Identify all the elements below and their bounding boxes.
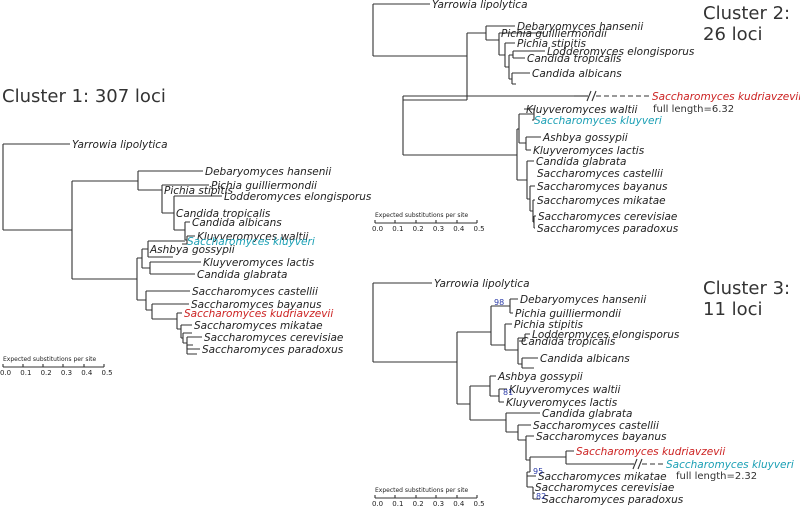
cluster2-taxon-kluyveromyces-lactis: Kluyveromyces lactis <box>533 145 645 157</box>
cluster2-taxon-candida-tropicalis: Candida tropicalis <box>527 53 622 65</box>
cluster1-taxon-saccharomyces-bayanus: Saccharomyces bayanus <box>191 299 322 311</box>
cluster2-branches <box>372 3 574 229</box>
cluster3-taxon-saccharomyces-bayanus: Saccharomyces bayanus <box>536 431 667 443</box>
cluster3-taxon-pichia-guilliermondii: Pichia guilliermondii <box>515 308 621 320</box>
cluster3-taxon-pichia-stipitis: Pichia stipitis <box>514 319 583 331</box>
cluster3-taxon-candida-tropicalis: Candida tropicalis <box>521 336 616 348</box>
cluster1-scale-tick: 0.0 <box>0 369 11 377</box>
cluster2-scale-tick: 0.4 <box>453 225 465 233</box>
cluster2-scale-title: Expected substitutions per site <box>375 212 468 219</box>
cluster3-branches <box>372 282 630 500</box>
cluster3-taxon-kluyveromyces-lactis: Kluyveromyces lactis <box>506 397 618 409</box>
cluster3-scale-tick: 0.2 <box>413 500 424 508</box>
cluster3-taxon-kluyveromyces-waltii: Kluyveromyces waltii <box>509 384 621 396</box>
cluster3-support-value: 82 <box>536 492 546 501</box>
cluster1-scale-tick: 0.1 <box>20 369 31 377</box>
cluster1-taxon-candida-albicans: Candida albicans <box>192 217 282 229</box>
cluster3-scale-tick: 0.5 <box>474 500 485 508</box>
cluster2-scale-tick: 0.3 <box>433 225 444 233</box>
cluster3-full-length-note: full length=2.32 <box>676 471 757 482</box>
cluster3-taxon-ashbya-gossypii: Ashbya gossypii <box>497 371 583 383</box>
cluster1-scale-tick: 0.3 <box>61 369 72 377</box>
cluster3-taxon-saccharomyces-paradoxus: Saccharomyces paradoxus <box>542 494 684 506</box>
cluster1-taxon-lodderomyces-elongisporus: Lodderomyces elongisporus <box>224 191 372 203</box>
cluster2-title-line2: 26 loci <box>703 24 763 45</box>
cluster3-support-value: 98 <box>494 298 504 307</box>
cluster1-taxon-debaryomyces-hansenii: Debaryomyces hansenii <box>205 166 331 178</box>
cluster1-scale-tick: 0.2 <box>41 369 52 377</box>
cluster1-taxon-ashbya-gossypii: Ashbya gossypii <box>149 244 235 256</box>
cluster1-scale-tick: 0.4 <box>81 369 93 377</box>
cluster1-taxon-candida-glabrata: Candida glabrata <box>197 269 287 281</box>
cluster2-taxon-candida-glabrata: Candida glabrata <box>536 156 626 168</box>
cluster2-scale-tick: 0.1 <box>392 225 403 233</box>
cluster1-taxon-saccharomyces-mikatae: Saccharomyces mikatae <box>194 320 323 332</box>
cluster1-taxon-pichia-guilliermondii: Pichia guilliermondii <box>211 180 317 192</box>
cluster2-taxon-kluyveromyces-waltii: Kluyveromyces waltii <box>526 104 638 116</box>
cluster3-title-line2: 11 loci <box>703 299 763 320</box>
cluster2-taxon-yarrowia-lipolytica: Yarrowia lipolytica <box>432 0 528 11</box>
cluster1-taxon-saccharomyces-castellii: Saccharomyces castellii <box>192 286 318 298</box>
cluster1-scale-title: Expected substitutions per site <box>3 356 96 363</box>
cluster3-taxon-candida-glabrata: Candida glabrata <box>542 408 632 420</box>
cluster2-taxon-candida-albicans: Candida albicans <box>532 68 622 80</box>
cluster1-taxon-candida-tropicalis: Candida tropicalis <box>176 208 271 220</box>
cluster1-taxon-saccharomyces-kudriavzevii: Saccharomyces kudriavzevii <box>184 308 333 320</box>
cluster3-taxon-saccharomyces-kluyveri: Saccharomyces kluyveri <box>666 459 794 471</box>
cluster1-taxon-saccharomyces-cerevisiae: Saccharomyces cerevisiae <box>204 332 343 344</box>
cluster1-taxon-kluyveromyces-waltii: Kluyveromyces waltii <box>197 231 309 243</box>
cluster2-full-length-note: full length=6.32 <box>653 104 734 115</box>
cluster2-scale-tick: 0.2 <box>413 225 424 233</box>
cluster3-scale-tick: 0.4 <box>453 500 465 508</box>
cluster3-taxon-candida-albicans: Candida albicans <box>540 353 630 365</box>
cluster3-taxon-saccharomyces-kudriavzevii: Saccharomyces kudriavzevii <box>576 446 725 458</box>
cluster2-taxon-saccharomyces-kluyveri: Saccharomyces kluyveri <box>534 115 662 127</box>
cluster3-taxon-yarrowia-lipolytica: Yarrowia lipolytica <box>434 278 530 290</box>
cluster1-taxon-saccharomyces-paradoxus: Saccharomyces paradoxus <box>202 344 344 356</box>
cluster1-title: Cluster 1: 307 loci <box>2 86 166 107</box>
cluster2-taxon-saccharomyces-mikatae: Saccharomyces mikatae <box>537 195 666 207</box>
cluster2-taxon-lodderomyces-elongisporus: Lodderomyces elongisporus <box>547 46 695 58</box>
cluster3-taxon-lodderomyces-elongisporus: Lodderomyces elongisporus <box>532 329 680 341</box>
cluster2-taxon-ashbya-gossypii: Ashbya gossypii <box>542 132 628 144</box>
cluster3-scale-tick: 0.3 <box>433 500 444 508</box>
cluster3-taxon-saccharomyces-cerevisiae: Saccharomyces cerevisiae <box>535 482 674 494</box>
cluster3-scale-title: Expected substitutions per site <box>375 487 468 494</box>
cluster1-branches <box>2 143 222 355</box>
cluster3-scale-tick: 0.1 <box>392 500 403 508</box>
cluster3-title-line1: Cluster 3: <box>703 278 791 299</box>
cluster2-taxon-saccharomyces-castellii: Saccharomyces castellii <box>537 168 663 180</box>
cluster3-support-value: 81 <box>503 388 513 397</box>
cluster1-taxon-pichia-stipitis: Pichia stipitis <box>164 185 233 197</box>
cluster2-taxon-pichia-guilliermondii: Pichia guilliermondii <box>501 28 607 40</box>
cluster1-taxon-saccharomyces-kluyveri: Saccharomyces kluyveri <box>187 236 315 248</box>
cluster2-taxon-saccharomyces-paradoxus: Saccharomyces paradoxus <box>537 223 679 235</box>
truncated-branches <box>574 90 664 470</box>
scale-bars <box>2 220 478 499</box>
cluster1-taxon-yarrowia-lipolytica: Yarrowia lipolytica <box>72 139 168 151</box>
cluster3-support-value: 95 <box>533 467 543 476</box>
cluster2-taxon-pichia-stipitis: Pichia stipitis <box>517 38 586 50</box>
cluster3-taxon-saccharomyces-castellii: Saccharomyces castellii <box>533 420 659 432</box>
cluster3-scale-tick: 0.0 <box>372 500 383 508</box>
cluster2-title-line1: Cluster 2: <box>703 3 791 24</box>
cluster2-scale-tick: 0.5 <box>474 225 485 233</box>
cluster2-taxon-debaryomyces-hansenii: Debaryomyces hansenii <box>517 21 643 33</box>
cluster1-scale-tick: 0.5 <box>102 369 113 377</box>
cluster3-taxon-debaryomyces-hansenii: Debaryomyces hansenii <box>520 294 646 306</box>
cluster2-taxon-saccharomyces-bayanus: Saccharomyces bayanus <box>537 181 668 193</box>
cluster1-taxon-kluyveromyces-lactis: Kluyveromyces lactis <box>203 257 315 269</box>
cluster2-taxon-saccharomyces-kudriavzevii: Saccharomyces kudriavzevii <box>652 91 800 103</box>
cluster2-taxon-saccharomyces-cerevisiae: Saccharomyces cerevisiae <box>538 211 677 223</box>
cluster3-taxon-saccharomyces-mikatae: Saccharomyces mikatae <box>538 471 667 483</box>
cluster2-scale-tick: 0.0 <box>372 225 383 233</box>
